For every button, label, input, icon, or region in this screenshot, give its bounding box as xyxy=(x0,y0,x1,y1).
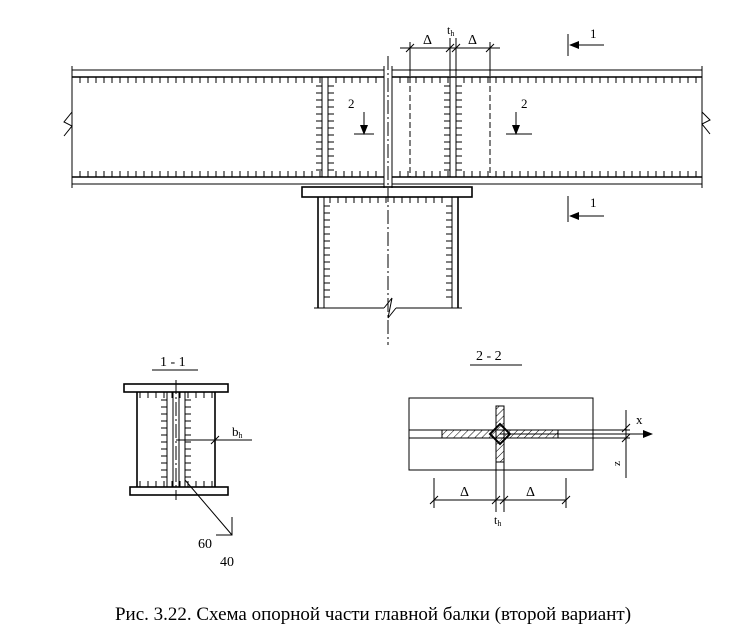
figure-caption: Рис. 3.22. Схема опорной части главной б… xyxy=(114,604,632,625)
section-2-label-left: 2 xyxy=(348,96,355,111)
section-1-marker-bottom xyxy=(567,196,604,222)
support-plate xyxy=(301,186,473,198)
weld-ticks-bottom xyxy=(79,171,697,177)
axis-x-label: x xyxy=(636,412,643,427)
bh-label: bh xyxy=(232,424,243,440)
th-label-top: th xyxy=(447,23,454,38)
section-1-label-top: 1 xyxy=(590,26,597,41)
section-2-2-title: 2 - 2 xyxy=(476,349,502,364)
top-dimensions xyxy=(400,38,500,76)
stiffener-right xyxy=(444,77,462,177)
main-beam-elevation: Δ Δ th 2 2 1 1 xyxy=(63,23,711,345)
angle-40-label: 40 xyxy=(220,555,234,570)
delta-label-top-right: Δ xyxy=(468,33,477,48)
weld-ticks-top xyxy=(79,77,697,83)
section-1-label-bottom: 1 xyxy=(590,195,597,210)
column-weld-ticks xyxy=(324,197,452,298)
section-2-marker-right xyxy=(506,112,532,135)
axis-z-label: z xyxy=(611,461,623,466)
delta-label-bottom-right: Δ xyxy=(526,485,535,500)
section-1-1-drawing xyxy=(123,380,252,536)
section-1-1-title: 1 - 1 xyxy=(160,355,186,370)
section-1-marker-top xyxy=(567,34,604,56)
beam-joint xyxy=(383,66,393,188)
stiffener-left xyxy=(316,77,334,177)
support-column xyxy=(301,186,473,319)
angle-60-label: 60 xyxy=(198,537,212,552)
delta-label-top-left: Δ xyxy=(423,33,432,48)
section-2-2-drawing xyxy=(408,397,653,512)
th-label-bottom: th xyxy=(494,513,501,528)
section-2-label-right: 2 xyxy=(521,96,528,111)
section-2-marker-left xyxy=(354,112,374,135)
delta-label-bottom-left: Δ xyxy=(460,485,469,500)
